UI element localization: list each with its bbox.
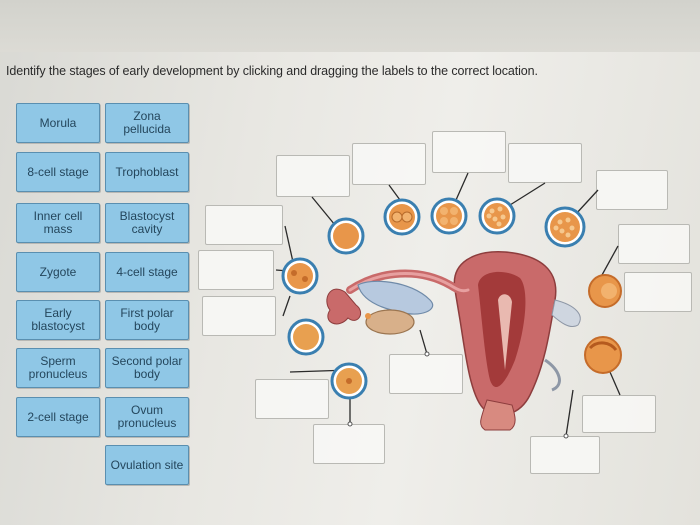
uterine-tube	[346, 269, 472, 295]
label-zygote[interactable]: Zygote	[16, 252, 100, 292]
drop-target-15[interactable]	[530, 436, 600, 474]
drop-target-9[interactable]	[624, 272, 692, 312]
label-zona-pellucida[interactable]: Zona pellucida	[105, 103, 189, 143]
leader-lines	[275, 172, 621, 437]
drop-target-12[interactable]	[255, 379, 329, 419]
two-cell-stage-cell	[327, 217, 365, 255]
label-trophoblast[interactable]: Trophoblast	[105, 152, 189, 192]
zygote-cell	[281, 257, 319, 295]
blastocyst-cell	[588, 274, 622, 308]
second-polar-body-cell	[330, 362, 368, 400]
drop-target-1[interactable]	[276, 155, 350, 197]
label-2-cell-stage[interactable]: 2-cell stage	[16, 397, 100, 437]
uterus	[453, 251, 581, 431]
label-second-polar-body[interactable]: Second polar body	[105, 348, 189, 388]
ovum-cell	[287, 318, 325, 356]
early-blastocyst-cell	[544, 206, 586, 248]
instruction-text: Identify the stages of early development…	[6, 64, 538, 78]
drop-target-4[interactable]	[508, 143, 582, 183]
drop-target-14[interactable]	[313, 424, 385, 464]
drop-target-5[interactable]	[596, 170, 668, 210]
label-first-polar-body[interactable]: First polar body	[105, 300, 189, 340]
label-blastocyst-cavity[interactable]: Blastocyst cavity	[105, 203, 189, 243]
label-4-cell-stage[interactable]: 4-cell stage	[105, 252, 189, 292]
ovary	[357, 280, 434, 335]
connector-dots	[347, 351, 569, 439]
morula-cell	[478, 197, 516, 235]
eight-cell-stage-cell	[430, 197, 468, 235]
drop-target-6[interactable]	[205, 205, 283, 245]
drop-target-10[interactable]	[202, 296, 276, 336]
browser-top-band	[0, 0, 700, 52]
label-ovum-pronucleus[interactable]: Ovum pronucleus	[105, 397, 189, 437]
drop-target-13[interactable]	[582, 395, 656, 433]
label-sperm-pronucleus[interactable]: Sperm pronucleus	[16, 348, 100, 388]
implanting-blastocyst-cell	[584, 336, 622, 374]
drop-target-8[interactable]	[198, 250, 274, 290]
drop-target-7[interactable]	[618, 224, 690, 264]
fimbriae	[326, 288, 361, 325]
label-inner-cell-mass[interactable]: Inner cell mass	[16, 203, 100, 243]
drop-target-2[interactable]	[352, 143, 426, 185]
label-early-blastocyst[interactable]: Early blastocyst	[16, 300, 100, 340]
drop-target-3[interactable]	[432, 131, 506, 173]
four-cell-stage-cell	[383, 198, 421, 236]
label-morula[interactable]: Morula	[16, 103, 100, 143]
label-8-cell-stage[interactable]: 8-cell stage	[16, 152, 100, 192]
label-ovulation-site[interactable]: Ovulation site	[105, 445, 189, 485]
